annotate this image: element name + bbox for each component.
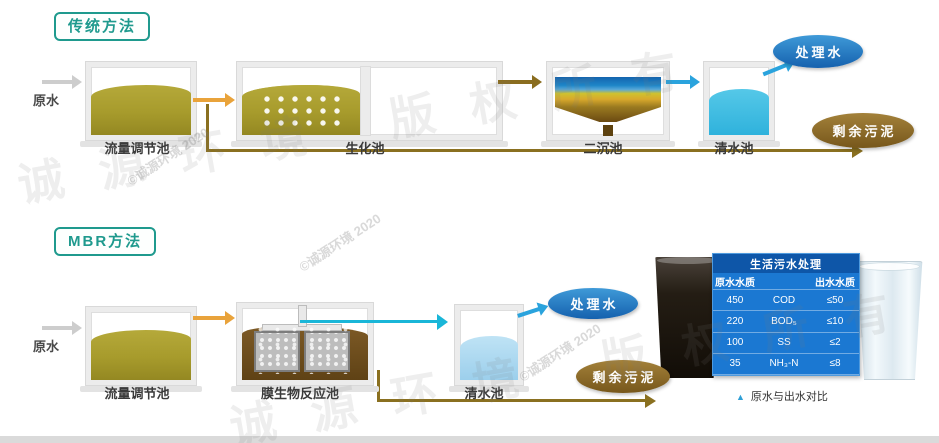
sedimentation-outlet — [603, 125, 613, 136]
table-cell: COD — [757, 290, 811, 312]
flow-arrow-icon — [515, 298, 551, 323]
column-header-spacer — [757, 273, 811, 290]
table-cell: 100 — [713, 333, 757, 354]
section-title-mbr: MBR方法 — [54, 227, 157, 256]
secondary-sedimentation-tank — [541, 62, 675, 147]
sludge-pipe — [206, 149, 858, 152]
table-cell: BOD₅ — [757, 311, 811, 333]
table-cell: ≤2 — [811, 333, 859, 354]
tank-liquid — [709, 89, 769, 135]
sludge-arrowhead-icon — [852, 144, 863, 158]
section-title-traditional: 传统方法 — [54, 12, 151, 41]
flow-regulation-tank — [80, 62, 202, 147]
water-quality-table: 生活污水处理 原水水质 出水水质 450 COD ≤50 220 BOD₅ ≤1… — [712, 253, 860, 376]
raw-water-arrow-icon — [42, 74, 82, 90]
tank-divider-wall — [361, 67, 370, 135]
treated-water-glass-image — [856, 261, 923, 380]
flow-regulation-tank-label: 流量调节池 — [104, 141, 170, 156]
sedimentation-layers — [555, 77, 661, 107]
raw-water-arrow-icon — [42, 320, 82, 336]
column-header-influent: 原水水质 — [713, 273, 757, 290]
raw-water-label: 原水 — [33, 93, 60, 108]
excess-sludge-badge-mbr: 剩余污泥 — [576, 360, 670, 393]
excess-sludge-badge: 剩余污泥 — [812, 113, 914, 148]
tank-liquid — [91, 330, 191, 380]
tank-liquid — [91, 85, 191, 135]
table-cell: SS — [757, 333, 811, 354]
treated-water-badge: 处理水 — [773, 35, 863, 68]
comparison-caption: ▲ 原水与出水对比 — [736, 388, 828, 404]
permeate-arrowhead-icon — [437, 314, 448, 330]
tank-liquid — [460, 336, 518, 380]
sludge-pipe — [377, 399, 649, 402]
membrane-bioreactor-tank — [231, 303, 379, 392]
membrane-bioreactor-tank-label: 膜生物反应池 — [260, 386, 339, 401]
flow-regulation-tank-mbr — [80, 307, 202, 392]
sedimentation-funnel — [555, 107, 661, 122]
table-cell: 220 — [713, 311, 757, 333]
clear-water-tank-label: 清水池 — [714, 141, 754, 156]
column-header-effluent: 出水水质 — [811, 273, 859, 290]
flow-arrow-icon — [193, 310, 235, 326]
treated-water-badge-mbr: 处理水 — [548, 288, 638, 319]
flow-arrow-icon — [498, 74, 542, 90]
clear-water-tank-mbr — [449, 305, 529, 392]
bottom-edge-strip — [0, 436, 939, 443]
raw-water-label: 原水 — [33, 339, 60, 354]
table-cell: NH₃-N — [757, 354, 811, 375]
table-cell: ≤50 — [811, 290, 859, 312]
flow-arrow-icon — [193, 92, 235, 108]
flow-regulation-tank-mbr-label: 流量调节池 — [104, 386, 170, 401]
sludge-arrowhead-icon — [645, 394, 656, 408]
biochemical-tank-label: 生化池 — [345, 141, 385, 156]
sludge-pipe — [206, 104, 209, 152]
aeration-bubbles-icon — [260, 93, 340, 127]
secondary-sedimentation-tank-label: 二沉池 — [583, 141, 623, 156]
table-cell: 35 — [713, 354, 757, 375]
aeration-bubbles-icon — [252, 322, 358, 374]
triangle-marker-icon: ▲ — [736, 392, 745, 402]
permeate-pipe — [300, 320, 440, 323]
clear-water-tank — [698, 62, 780, 147]
table-cell: ≤10 — [811, 311, 859, 333]
tank-liquid — [242, 85, 358, 135]
table-title: 生活污水处理 — [713, 254, 859, 273]
table-cell: 450 — [713, 290, 757, 312]
clear-water-tank-mbr-label: 清水池 — [464, 386, 504, 401]
flow-arrow-icon — [666, 74, 700, 90]
watermark-copyright: ©诚源环境 2020 — [296, 210, 384, 275]
table-cell: ≤8 — [811, 354, 859, 375]
biochemical-tank — [231, 62, 508, 147]
comparison-caption-text: 原水与出水对比 — [750, 391, 828, 403]
raw-water-glass-image — [655, 257, 720, 378]
